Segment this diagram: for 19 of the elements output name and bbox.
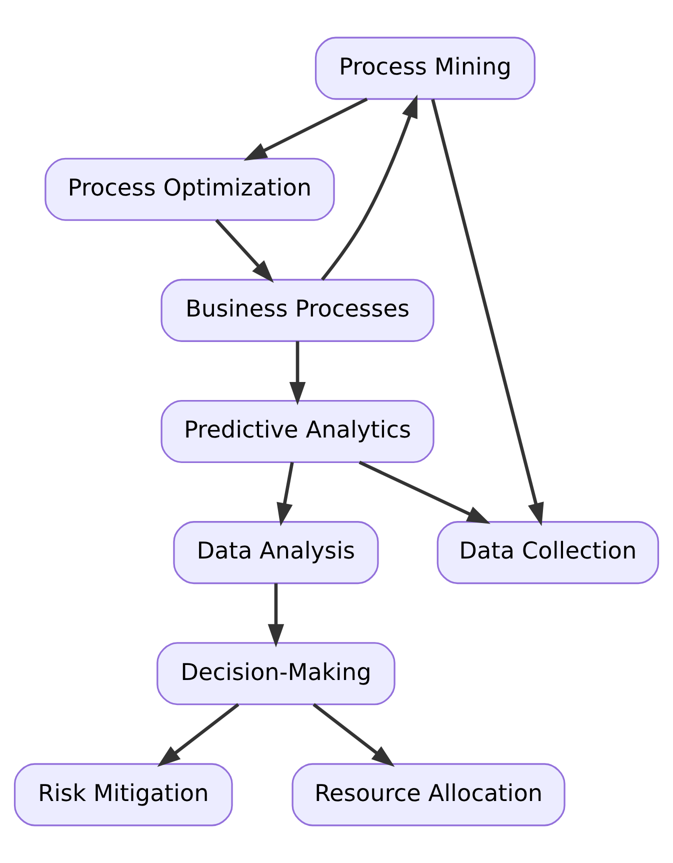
arrow xyxy=(289,341,306,406)
arrow xyxy=(276,462,294,526)
node-box: Risk Mitigation xyxy=(14,763,233,826)
arrow xyxy=(157,703,240,767)
arrow xyxy=(312,703,395,767)
node-box: Data Collection xyxy=(436,521,660,584)
arrow xyxy=(268,583,284,648)
node-box: Data Analysis xyxy=(173,521,379,584)
arrow xyxy=(358,460,490,524)
node-box: Decision-Making xyxy=(156,642,396,706)
node-box: Resource Allocation xyxy=(292,763,566,826)
node-box: Predictive Analytics xyxy=(160,400,434,463)
arrow xyxy=(215,219,274,283)
node-box: Process Mining xyxy=(314,36,536,100)
node-box: Process Optimization xyxy=(44,158,335,221)
arrow xyxy=(431,98,544,526)
arrow xyxy=(244,98,368,161)
arrow xyxy=(320,94,418,281)
node-box: Business Processes xyxy=(160,278,434,342)
